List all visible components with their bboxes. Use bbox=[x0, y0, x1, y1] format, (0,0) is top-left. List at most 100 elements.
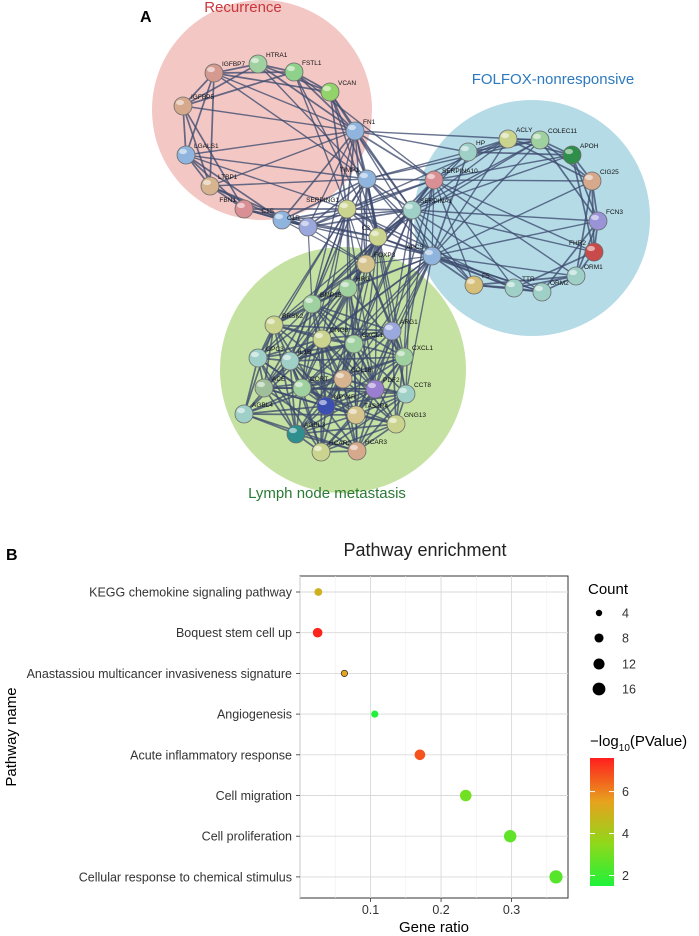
network-edge bbox=[431, 179, 435, 257]
node-highlight bbox=[315, 332, 323, 339]
count-legend-label: 16 bbox=[622, 683, 636, 697]
node-sphere bbox=[386, 414, 406, 434]
network-edge bbox=[281, 130, 356, 221]
node-sphere bbox=[464, 275, 484, 295]
network-edge bbox=[575, 180, 593, 277]
network-edge bbox=[346, 208, 433, 257]
node-label: BMP15 bbox=[320, 292, 342, 299]
node-highlight bbox=[267, 318, 275, 325]
node-colec11: COLEC11 bbox=[530, 128, 578, 150]
network-edge bbox=[325, 356, 405, 407]
network-edge bbox=[507, 138, 593, 182]
node-highlight bbox=[323, 85, 331, 92]
network-edge bbox=[301, 356, 405, 389]
node-highlight bbox=[287, 65, 295, 72]
node-label: TAS2R4 bbox=[364, 403, 388, 410]
node-sphere bbox=[530, 130, 550, 150]
node-sphere bbox=[382, 321, 402, 341]
count-legend-label: 12 bbox=[622, 658, 636, 672]
node-sphere bbox=[248, 54, 268, 74]
node-label: AGBL3 bbox=[304, 422, 325, 429]
node-label: C1R bbox=[287, 215, 300, 222]
node-ttr: TTR bbox=[504, 276, 535, 298]
node-label: CXCL10 bbox=[362, 332, 387, 339]
node-tas2r4: TAS2R4 bbox=[346, 403, 388, 425]
network-edge bbox=[185, 130, 356, 156]
network-edge bbox=[356, 393, 407, 452]
node-sphere bbox=[368, 227, 388, 247]
node-highlight bbox=[237, 202, 245, 209]
count-legend-dot bbox=[593, 658, 605, 670]
node-highlight bbox=[399, 387, 407, 394]
node-apcs: APCS bbox=[406, 244, 442, 266]
node-gng13: GNG13 bbox=[386, 412, 426, 434]
pvalue-legend-prefix: −log bbox=[590, 733, 619, 750]
data-point bbox=[312, 627, 323, 638]
network-edge bbox=[295, 433, 358, 452]
node-highlight bbox=[427, 173, 435, 180]
node-cct8: CCT8 bbox=[396, 382, 431, 404]
node-label: ACE bbox=[272, 376, 286, 383]
node-c1r: C1R bbox=[287, 215, 318, 237]
node-agbl4: AGBL4 bbox=[234, 402, 273, 424]
panel-b-label: B bbox=[6, 547, 18, 564]
node-il1b: IL1B bbox=[280, 349, 311, 371]
network-edge bbox=[346, 208, 367, 265]
node-highlight bbox=[350, 444, 358, 451]
node-sphere bbox=[320, 82, 340, 102]
network-edge bbox=[243, 405, 327, 415]
network-edge bbox=[213, 72, 368, 180]
network-edge bbox=[374, 255, 433, 390]
node-sphere bbox=[280, 351, 300, 371]
node-gng8: GNG8 bbox=[312, 327, 349, 349]
node-fcn3: FCN3 bbox=[588, 209, 623, 231]
node-highlight bbox=[461, 145, 469, 152]
node-npy4r: NPY4R bbox=[316, 394, 356, 416]
node-label: C1S bbox=[261, 208, 274, 215]
node-label: APCS bbox=[406, 244, 424, 251]
node-sphere bbox=[311, 442, 331, 462]
network-nodes: IGFBP7HTRA1FSTL1VCANIGFBP5FN1LGALS1LTBP1… bbox=[173, 52, 623, 462]
network-edge bbox=[243, 413, 357, 416]
node-igfbp7: IGFBP7 bbox=[204, 61, 246, 83]
node-hcar2: HCAR2 bbox=[311, 440, 351, 462]
network-edge bbox=[311, 303, 393, 332]
network-edge bbox=[301, 303, 313, 389]
node-ccl18: CCL18 bbox=[333, 367, 372, 389]
node-sphere bbox=[337, 199, 357, 219]
network-edge bbox=[411, 209, 595, 253]
data-point bbox=[549, 870, 563, 884]
network-edge bbox=[354, 130, 413, 211]
node-ace: ACE bbox=[254, 376, 286, 398]
node-fhr2: FHR2 bbox=[569, 240, 604, 262]
node-gpc3: GPC3 bbox=[248, 346, 284, 368]
network-edge bbox=[354, 130, 367, 265]
colorbar-tick-label: 2 bbox=[622, 869, 629, 883]
network-edge bbox=[431, 139, 541, 257]
pvalue-legend: −log10(PValue) 246 bbox=[590, 733, 687, 886]
node-sphere bbox=[422, 246, 442, 266]
node-hp: HP bbox=[458, 140, 485, 162]
y-axis-label: Pathway name bbox=[3, 687, 20, 786]
node-pdf2: PDF2 bbox=[365, 377, 400, 399]
node-cort: CORT bbox=[292, 376, 328, 398]
y-tick-label: Anastassiou multicancer invasiveness sig… bbox=[27, 667, 292, 681]
panel-a-label: A bbox=[140, 9, 152, 26]
network-edge bbox=[289, 255, 433, 362]
node-highlight bbox=[305, 297, 313, 304]
node-highlight bbox=[467, 278, 475, 285]
node-agbl3: AGBL3 bbox=[286, 422, 325, 444]
node-label: ORM1 bbox=[584, 264, 603, 271]
network-edge bbox=[321, 330, 393, 340]
node-label: HCAR3 bbox=[365, 439, 387, 446]
node-label: GNG13 bbox=[404, 412, 426, 419]
node-highlight bbox=[591, 214, 599, 221]
node-sphere bbox=[338, 278, 358, 298]
node-highlight bbox=[368, 382, 376, 389]
node-cig25: CIG25 bbox=[582, 169, 619, 191]
node-highlight bbox=[569, 269, 577, 276]
node-sphere bbox=[458, 142, 478, 162]
node-sphere bbox=[286, 424, 306, 444]
node-label: SERPINA1 bbox=[420, 198, 453, 205]
